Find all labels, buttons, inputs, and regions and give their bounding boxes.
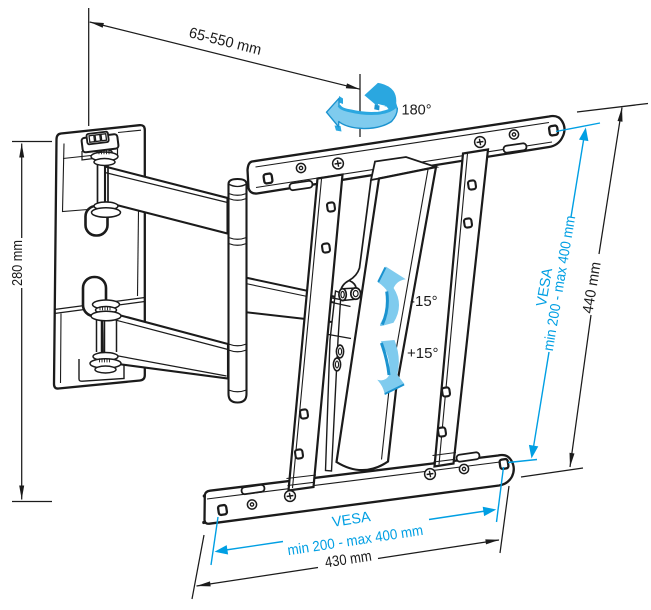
svg-text:-15°: -15° [410, 293, 438, 310]
svg-text:VESA: VESA [331, 509, 372, 531]
svg-text:+15°: +15° [407, 345, 438, 362]
svg-text:280 mm: 280 mm [9, 240, 26, 286]
svg-text:430 mm: 430 mm [324, 548, 373, 572]
svg-text:VESA: VESA [534, 267, 556, 308]
svg-text:180°: 180° [402, 103, 432, 119]
